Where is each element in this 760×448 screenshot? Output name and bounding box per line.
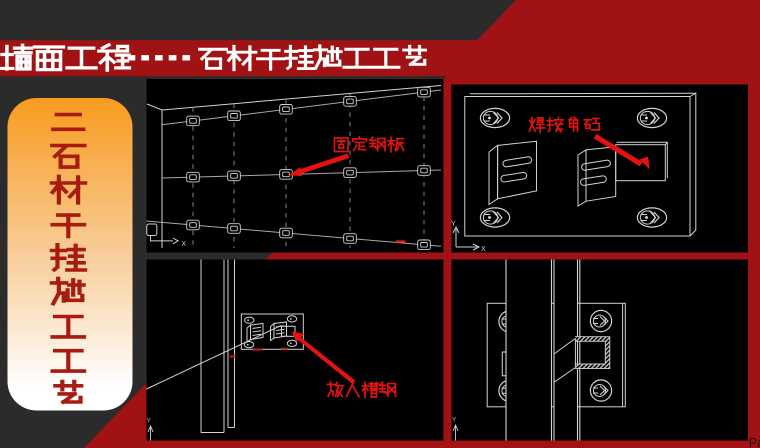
svg-text:Y: Y: [451, 221, 456, 228]
svg-text:Y: Y: [147, 418, 152, 425]
svg-text:X: X: [481, 246, 486, 253]
svg-text:Y: Y: [452, 417, 457, 424]
svg-text:X: X: [182, 241, 187, 248]
svg-text:Pa: Pa: [749, 436, 760, 448]
